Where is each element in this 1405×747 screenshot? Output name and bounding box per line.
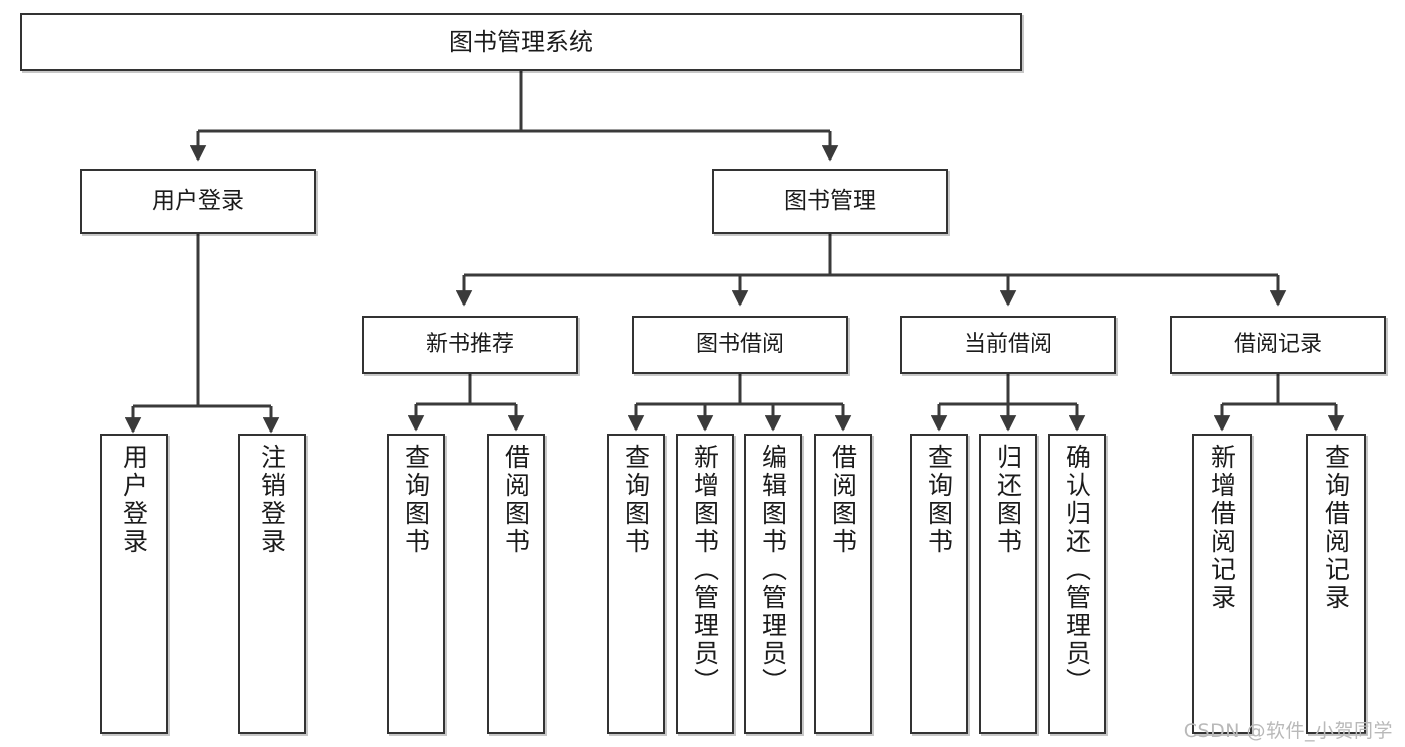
node-leaf-borrow-book-2[interactable]: 借阅图书 bbox=[814, 434, 872, 734]
node-new-book-recommend-label: 新书推荐 bbox=[425, 332, 514, 358]
node-leaf-user-login-label: 用户登录 bbox=[119, 444, 149, 556]
node-leaf-query-book-1-label: 查询图书 bbox=[401, 444, 431, 556]
node-root[interactable]: 图书管理系统 bbox=[20, 13, 1022, 71]
node-leaf-query-book-2-label: 查询图书 bbox=[621, 444, 651, 556]
node-book-manage[interactable]: 图书管理 bbox=[712, 169, 948, 234]
node-borrow-record[interactable]: 借阅记录 bbox=[1170, 316, 1386, 374]
node-leaf-user-login[interactable]: 用户登录 bbox=[100, 434, 168, 734]
node-leaf-logout[interactable]: 注销登录 bbox=[238, 434, 306, 734]
node-book-borrow[interactable]: 图书借阅 bbox=[632, 316, 848, 374]
node-leaf-query-book-1[interactable]: 查询图书 bbox=[387, 434, 445, 734]
node-leaf-query-record[interactable]: 查询借阅记录 bbox=[1306, 434, 1366, 734]
node-borrow-record-label: 借阅记录 bbox=[1233, 332, 1322, 358]
node-current-borrow-label: 当前借阅 bbox=[963, 332, 1052, 358]
node-book-borrow-label: 图书借阅 bbox=[695, 332, 784, 358]
node-user-login[interactable]: 用户登录 bbox=[80, 169, 316, 234]
node-leaf-add-book-label: 新增图书（管理员） bbox=[690, 444, 720, 696]
node-new-book-recommend[interactable]: 新书推荐 bbox=[362, 316, 578, 374]
node-book-manage-label: 图书管理 bbox=[784, 188, 876, 215]
node-leaf-borrow-book-2-label: 借阅图书 bbox=[828, 444, 858, 556]
node-leaf-add-record-label: 新增借阅记录 bbox=[1207, 444, 1237, 612]
node-leaf-borrow-book-1[interactable]: 借阅图书 bbox=[487, 434, 545, 734]
node-leaf-edit-book-label: 编辑图书（管理员） bbox=[758, 444, 788, 696]
node-leaf-edit-book[interactable]: 编辑图书（管理员） bbox=[744, 434, 802, 734]
node-leaf-query-book-2[interactable]: 查询图书 bbox=[607, 434, 665, 734]
node-leaf-return-book[interactable]: 归还图书 bbox=[979, 434, 1037, 734]
node-user-login-label: 用户登录 bbox=[152, 188, 244, 215]
node-leaf-query-book-3[interactable]: 查询图书 bbox=[910, 434, 968, 734]
node-leaf-query-record-label: 查询借阅记录 bbox=[1321, 444, 1351, 612]
node-leaf-add-record[interactable]: 新增借阅记录 bbox=[1192, 434, 1252, 734]
node-leaf-return-book-label: 归还图书 bbox=[993, 444, 1023, 556]
node-leaf-add-book[interactable]: 新增图书（管理员） bbox=[676, 434, 734, 734]
node-leaf-logout-label: 注销登录 bbox=[257, 444, 287, 556]
node-current-borrow[interactable]: 当前借阅 bbox=[900, 316, 1116, 374]
node-leaf-borrow-book-1-label: 借阅图书 bbox=[501, 444, 531, 556]
csdn-watermark: CSDN @软件_小贺同学 bbox=[1183, 720, 1393, 742]
node-leaf-confirm-return[interactable]: 确认归还（管理员） bbox=[1048, 434, 1106, 734]
node-root-label: 图书管理系统 bbox=[449, 28, 593, 56]
node-leaf-confirm-return-label: 确认归还（管理员） bbox=[1062, 444, 1092, 696]
node-leaf-query-book-3-label: 查询图书 bbox=[924, 444, 954, 556]
